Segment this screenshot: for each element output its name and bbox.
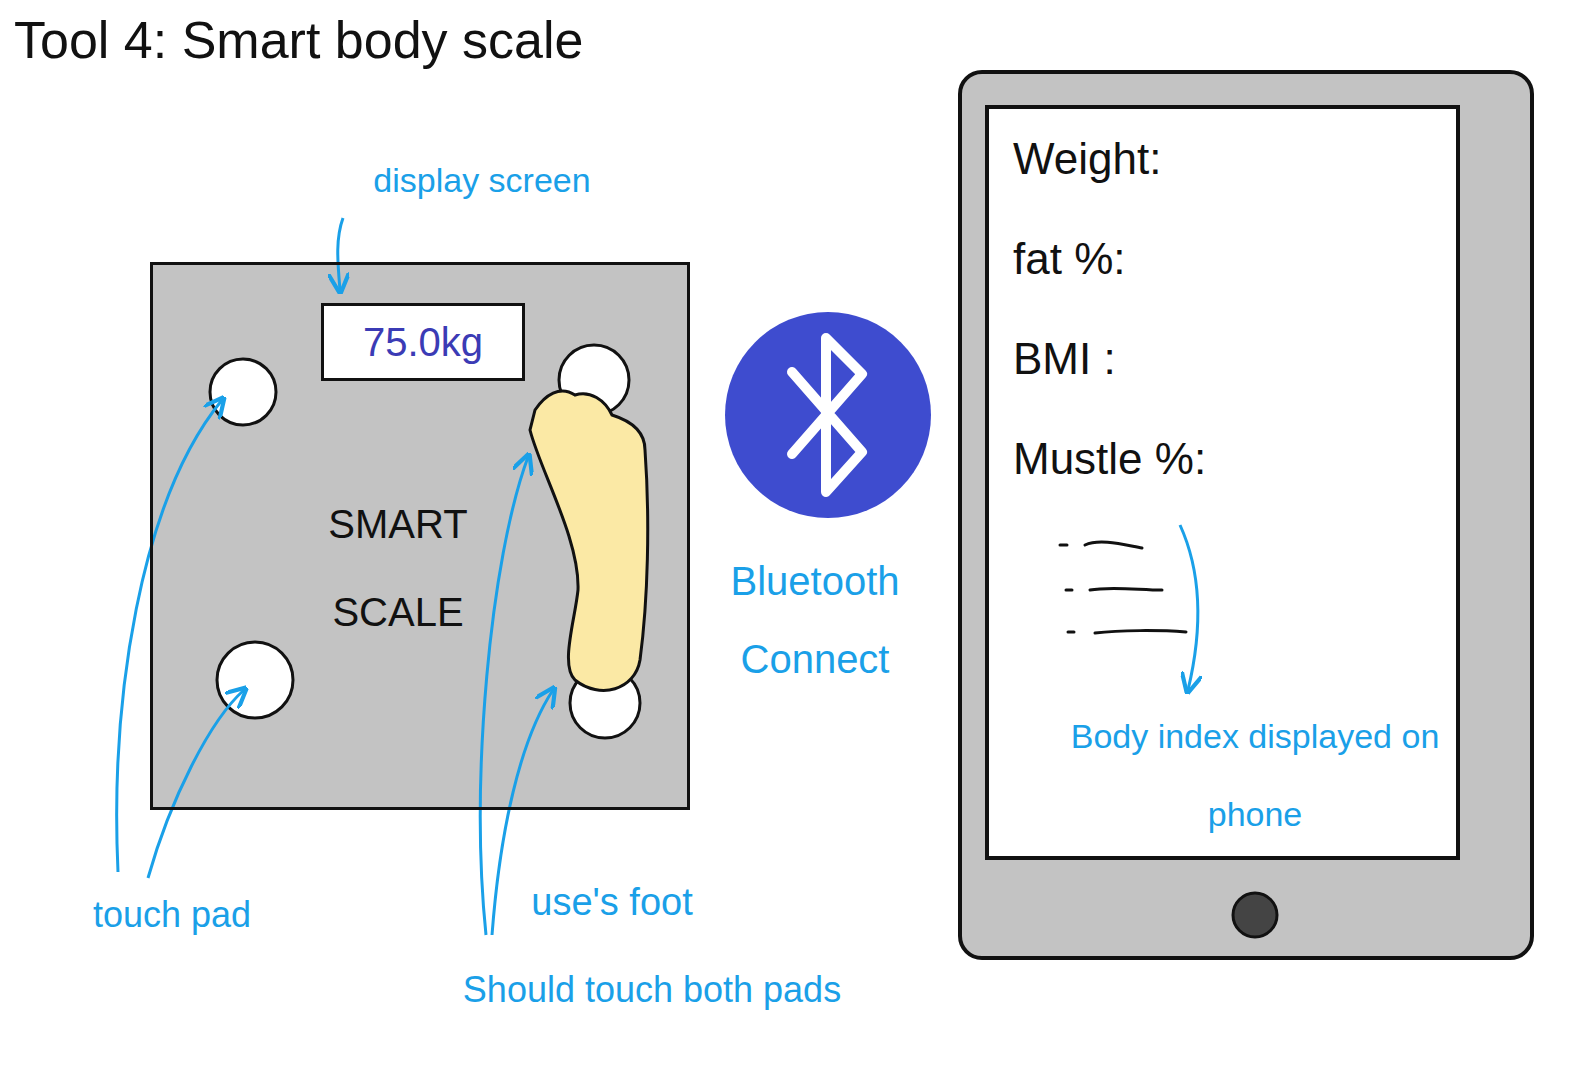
leader-arrow [480,457,528,935]
text-placeholder-line [1090,588,1162,590]
phone-body [960,72,1532,958]
text-placeholder-line [1066,589,1072,592]
text-placeholder-line [1085,542,1142,548]
leader-arrow [148,690,244,878]
node-text: Mustle %: [989,409,1456,509]
node-text: BMI : [989,309,1456,409]
node-text: SMART SCALE [308,480,488,656]
scale-body [150,262,690,810]
touch-pad [210,359,276,425]
leader-arrow [117,400,222,872]
node-text: fat %: [989,209,1456,309]
bluetooth-badge [725,312,931,518]
leader-arrow [338,218,343,290]
callout-label: display screen [373,161,590,200]
annotation-label: Body index displayed on phone [1065,697,1445,853]
callout-label: use's foot [531,881,692,924]
user-foot [530,391,648,690]
text-placeholder-line [1060,544,1067,547]
home-button [1233,893,1277,937]
text-placeholder-line [1068,631,1074,634]
leader-arrow [1180,525,1198,690]
text-placeholder-line [1066,589,1072,592]
connection-label: Bluetooth Connect [700,542,930,698]
callout-label: touch pad [93,894,251,936]
bluetooth-symbol [792,338,862,492]
text-placeholder-line [1068,631,1074,634]
text-placeholder-line [1090,588,1162,590]
text-placeholder-line [1095,631,1186,633]
text-placeholder-line [1060,544,1067,547]
note-label: Should touch both pads [463,969,841,1011]
scale-outline: SMART SCALE 75.0kg [150,262,690,810]
display-screen: 75.0kg [321,303,525,381]
diagram-title: Tool 4: Smart body scale [14,10,583,70]
node-text: 75.0kg [324,306,522,378]
node-text: Weight: [989,109,1456,209]
